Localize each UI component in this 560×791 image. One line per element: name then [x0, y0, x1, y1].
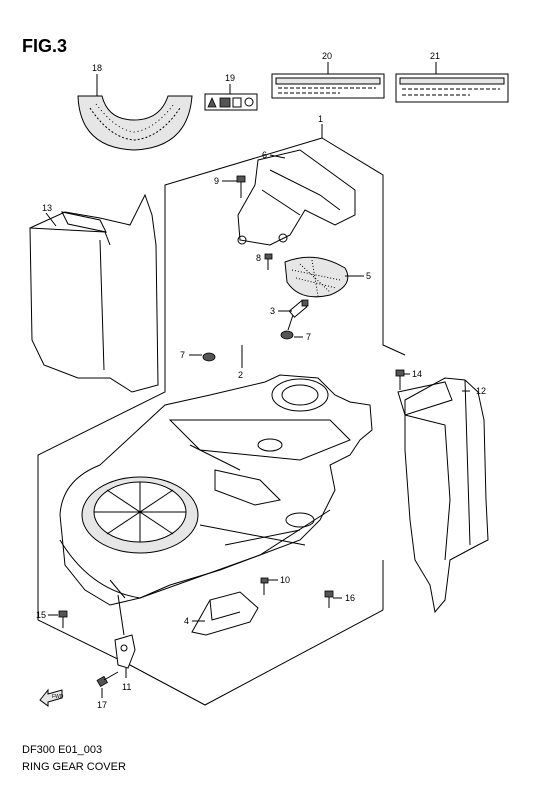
- part-13-side-cover: [29, 193, 159, 393]
- callout-19: 19: [225, 73, 235, 83]
- part-3-fitting: [287, 299, 309, 331]
- callout-18: 18: [92, 63, 102, 73]
- part-19-warning-label: [204, 93, 258, 111]
- fwd-arrow-icon: FWD: [39, 688, 64, 707]
- part-10-screw: [260, 577, 269, 595]
- callout-11: 11: [122, 682, 131, 692]
- callout-1: 1: [318, 114, 323, 124]
- diagram-code: DF300 E01_003: [22, 744, 103, 756]
- callout-9: 9: [214, 176, 219, 186]
- part-12-side-cover: [397, 377, 489, 614]
- part-18-pad: [77, 95, 193, 151]
- callout-20: 20: [322, 51, 332, 61]
- callout-5: 5: [366, 271, 371, 281]
- callout-15: 15: [36, 610, 46, 620]
- part-1-ring-gear-cover: [59, 374, 373, 606]
- part-11-bracket: [114, 594, 136, 669]
- diagram-name: RING GEAR COVER: [22, 761, 126, 773]
- callout-17: 17: [97, 700, 107, 710]
- callout-8: 8: [256, 253, 261, 263]
- part-14-bolt: [395, 369, 405, 390]
- part-9-bolt: [236, 175, 246, 198]
- callout-7-upper: 7: [306, 332, 311, 342]
- assembly-frame: [321, 137, 406, 356]
- assembly-frame-left: [37, 137, 384, 706]
- callout-6: 6: [262, 150, 267, 160]
- part-7-clamp-lower: [202, 352, 216, 362]
- callout-7-lower: 7: [180, 350, 185, 360]
- callout-2: 2: [238, 370, 243, 380]
- fwd-label: FWD: [52, 694, 64, 700]
- part-15-bolt: [58, 610, 68, 628]
- part-21-label: [395, 73, 509, 103]
- callout-10: 10: [280, 575, 290, 585]
- callout-12: 12: [476, 386, 486, 396]
- callout-4: 4: [184, 616, 189, 626]
- callout-3: 3: [270, 306, 275, 316]
- callout-13: 13: [42, 203, 52, 213]
- part-17-bolt: [96, 671, 119, 688]
- callout-14: 14: [412, 369, 422, 379]
- part-7-clamp-upper: [280, 330, 294, 340]
- callout-16: 16: [345, 593, 355, 603]
- part-6-intake-cover: [237, 149, 356, 246]
- part-20-label: [271, 73, 385, 99]
- part-5-screen: [284, 256, 349, 298]
- part-16-bolt: [324, 590, 334, 608]
- part-2-hose: [202, 324, 287, 356]
- callout-21: 21: [430, 51, 440, 61]
- part-8-screw: [264, 253, 273, 270]
- figure-title: FIG.3: [22, 36, 68, 56]
- part-4-bracket: [191, 591, 259, 636]
